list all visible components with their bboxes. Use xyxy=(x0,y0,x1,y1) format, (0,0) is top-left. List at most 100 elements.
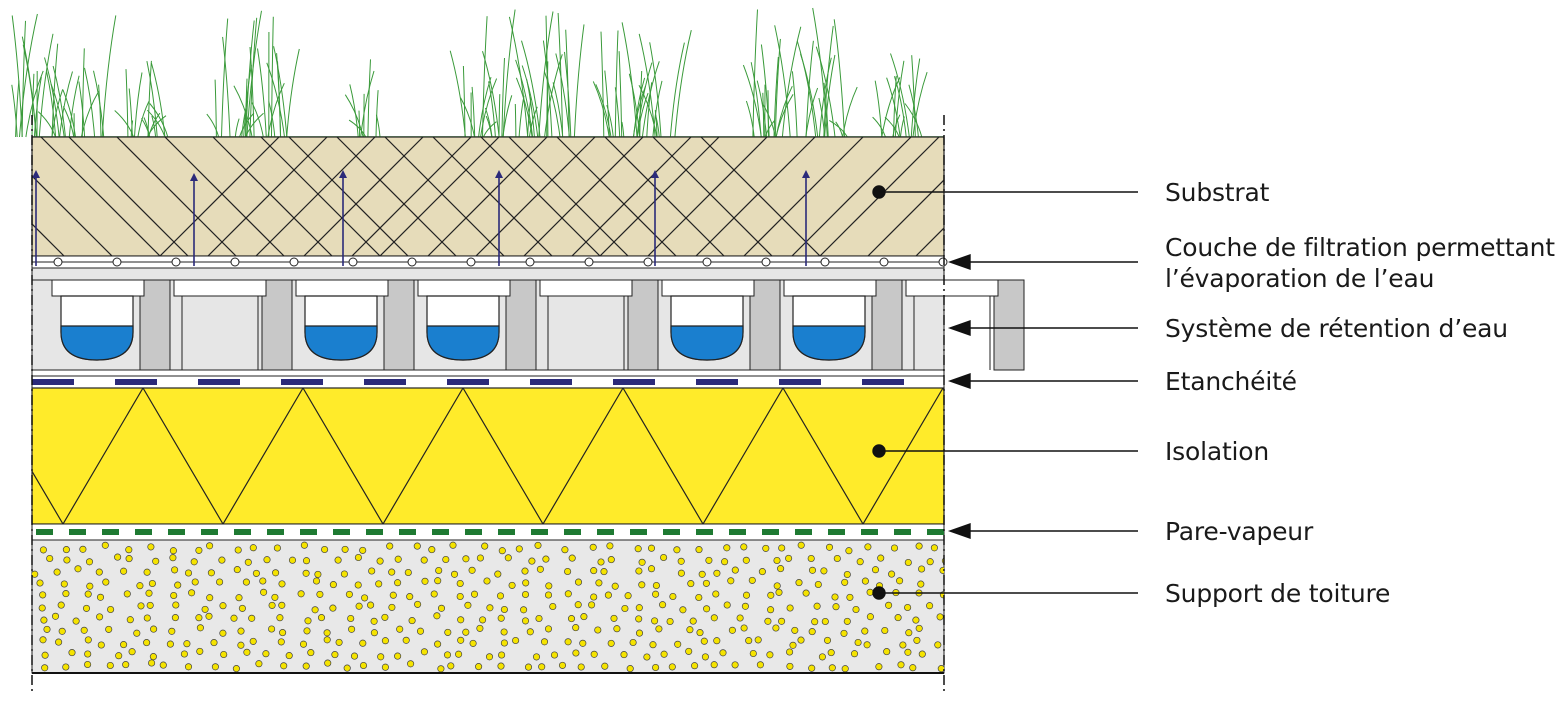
support-aggregate-dot xyxy=(122,661,130,669)
support-aggregate-dot xyxy=(915,542,923,550)
support-aggregate-dot xyxy=(742,556,750,564)
support-aggregate-dot xyxy=(561,546,569,554)
support-aggregate-dot xyxy=(354,581,362,589)
support-aggregate-dot xyxy=(841,578,849,586)
label-filtration-line1: Couche de filtration permettant xyxy=(1165,233,1555,262)
support-aggregate-dot xyxy=(46,554,54,563)
support-aggregate-dot xyxy=(370,617,378,625)
support-aggregate-dot xyxy=(861,577,869,585)
filter-bead xyxy=(938,257,948,267)
grass-blade xyxy=(508,16,529,138)
grass-blade xyxy=(80,91,100,138)
support-aggregate-dot xyxy=(416,627,425,635)
substrat-hatch xyxy=(480,137,601,256)
support-aggregate-dot xyxy=(450,570,459,578)
substrat-hatch xyxy=(379,137,500,256)
support-aggregate-dot xyxy=(773,582,781,590)
filter-bead xyxy=(879,257,889,267)
support-aggregate-dot xyxy=(749,649,757,658)
grass-blade xyxy=(815,46,836,138)
support-aggregate-dot xyxy=(430,590,438,598)
support-aggregate-dot xyxy=(894,614,902,622)
substrat-hatch xyxy=(599,137,720,256)
evaporation-arrowhead xyxy=(802,170,810,178)
support-aggregate-dot xyxy=(268,601,276,609)
filter-bead xyxy=(820,257,830,267)
support-aggregate-dot xyxy=(232,665,240,673)
evaporation-arrowhead xyxy=(32,170,40,178)
support-aggregate-dot xyxy=(39,636,47,644)
support-aggregate-dot xyxy=(701,653,709,661)
support-aggregate-dot xyxy=(115,652,123,660)
grass-blade xyxy=(234,118,240,138)
support-aggregate-dot xyxy=(748,576,756,584)
retention-spacer xyxy=(139,279,171,371)
grass-blade xyxy=(812,7,828,138)
support-aggregate-dot xyxy=(497,614,505,622)
grass-blade xyxy=(621,22,638,138)
support-aggregate-dot xyxy=(307,649,315,657)
grass-blade xyxy=(151,115,157,138)
support-aggregate-dot xyxy=(133,629,141,637)
grass-blade xyxy=(890,53,910,138)
support-aggregate-dot xyxy=(904,603,912,612)
support-aggregate-dot xyxy=(302,557,311,565)
filtration-arrowhead xyxy=(947,254,971,270)
support-aggregate-dot xyxy=(833,554,841,563)
support-aggregate-dot xyxy=(312,577,321,585)
grass-blade xyxy=(273,46,288,138)
vapour-band xyxy=(630,529,647,535)
support-aggregate-dot xyxy=(340,570,348,578)
substrat-hatch xyxy=(647,137,768,256)
grass-blade xyxy=(805,87,819,138)
grass-blade xyxy=(233,85,253,138)
support-aggregate-dot xyxy=(613,625,621,633)
section-edges xyxy=(31,115,945,695)
support-aggregate-dot xyxy=(852,605,860,614)
support-aggregate-dot xyxy=(234,546,242,554)
filter-bead xyxy=(230,257,240,267)
support-aggregate-dot xyxy=(777,565,785,573)
grass-blade xyxy=(482,16,488,138)
support-aggregate-dot xyxy=(841,665,849,673)
support-aggregate-dot xyxy=(148,579,156,588)
support-aggregate-dot xyxy=(381,663,389,671)
grass-blade xyxy=(521,65,539,138)
support-aggregate-dot xyxy=(721,558,729,566)
support-aggregate-dot xyxy=(652,590,660,598)
support-aggregate-dot xyxy=(574,578,583,586)
support-aggregate-dot xyxy=(918,565,926,573)
support-aggregate-dot xyxy=(314,570,322,578)
support-aggregate-dot xyxy=(496,592,505,600)
support-aggregate-dot xyxy=(949,630,955,636)
retention-layer xyxy=(31,267,1025,371)
support-aggregate-dot xyxy=(172,601,180,609)
support-aggregate-dot xyxy=(669,592,677,601)
grass-blade xyxy=(774,25,791,138)
grass-blade xyxy=(618,51,623,138)
support-aggregate-dot xyxy=(917,580,925,588)
support-aggregate-dot xyxy=(39,546,47,554)
vapour-band xyxy=(465,529,482,535)
support-aggregate-dot xyxy=(588,601,596,609)
grass-blade xyxy=(93,70,105,138)
substrat-hatch xyxy=(867,179,944,256)
support-aggregate-dot xyxy=(79,545,87,553)
support-aggregate-dot xyxy=(897,661,905,669)
grass-blade xyxy=(775,85,793,138)
substrat-hatch xyxy=(791,137,912,256)
grass-blade xyxy=(344,94,364,138)
support-aggregate-dot xyxy=(51,612,60,620)
label-substrat: Substrat xyxy=(1165,178,1270,207)
support-aggregate-dot xyxy=(470,590,479,598)
support-aggregate-dot xyxy=(277,638,285,646)
support-aggregate-dot xyxy=(723,601,731,609)
support-aggregate-dot xyxy=(814,580,822,589)
grass-blade xyxy=(552,82,564,138)
support-aggregate-dot xyxy=(758,568,766,576)
support-aggregate-dot xyxy=(171,566,179,574)
grass-blade xyxy=(146,109,166,138)
support-aggregate-dot xyxy=(361,594,369,602)
grass-blade xyxy=(246,10,262,138)
support-aggregate-dot xyxy=(242,578,250,586)
